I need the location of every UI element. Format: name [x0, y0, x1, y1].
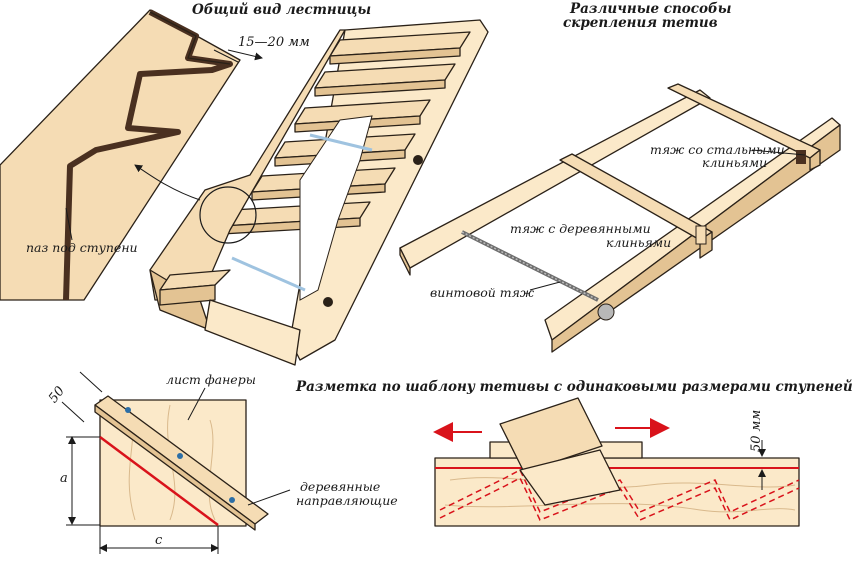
- bottom-riser: [204, 299, 301, 366]
- groove-closeup: 15—20 мм: [0, 9, 310, 301]
- fastening-view: Различные способы скрепления тетив тяж с…: [399, 1, 841, 353]
- steel-wedge: [796, 150, 806, 164]
- left-stringer: [149, 29, 346, 301]
- dim-c-label: c: [155, 533, 163, 548]
- fastening-title-1: Различные способы: [569, 1, 731, 17]
- fastening-title-2: скрепления тетив: [563, 15, 718, 31]
- stringer-closeup-face: [0, 9, 241, 301]
- bolt-icon: [323, 297, 333, 307]
- tie-rod-lower: [231, 256, 306, 292]
- wood-wedges-label-1: тяж с деревянными: [510, 221, 651, 236]
- dim-50-label: 50: [46, 384, 68, 406]
- marking-line: [99, 435, 219, 527]
- template-marking: Разметка по шаблону тетивы с одинаковыми…: [295, 379, 852, 527]
- marking-title: Разметка по шаблону тетивы с одинаковыми…: [295, 379, 852, 395]
- tie-rod-upper: [309, 133, 373, 152]
- wood-wedge: [695, 225, 707, 245]
- gap-dimension-label: 15—20 мм: [238, 35, 310, 50]
- step-groove-label: паз под ступени: [26, 240, 138, 255]
- template-square: [499, 397, 603, 473]
- detail-circle: [199, 186, 257, 244]
- steel-wedges-label-2: клиньями: [702, 155, 767, 170]
- bolt-icon: [413, 155, 423, 165]
- staircase-view: Общий вид лестницы: [134, 2, 489, 366]
- plywood-label: лист фанеры: [166, 372, 256, 387]
- wood-wedges-label-2: клиньями: [606, 235, 671, 250]
- steel-wedges-label-1: тяж со стальными: [650, 142, 785, 157]
- dim-a-label: a: [60, 471, 68, 486]
- guides-label-1: деревянные: [300, 479, 380, 494]
- guides-label-2: направляющие: [296, 493, 398, 508]
- plywood-template: 50 a c лист фанеры деревянные направляющ…: [46, 371, 398, 554]
- screw-rod-label: винтовой тяж: [430, 285, 535, 300]
- step-marking: [439, 468, 800, 513]
- stringer-board: [434, 457, 800, 527]
- dim-50mm-label: 50 мм: [749, 410, 764, 452]
- bolt-icon: [597, 303, 615, 321]
- stair-title: Общий вид лестницы: [192, 2, 371, 18]
